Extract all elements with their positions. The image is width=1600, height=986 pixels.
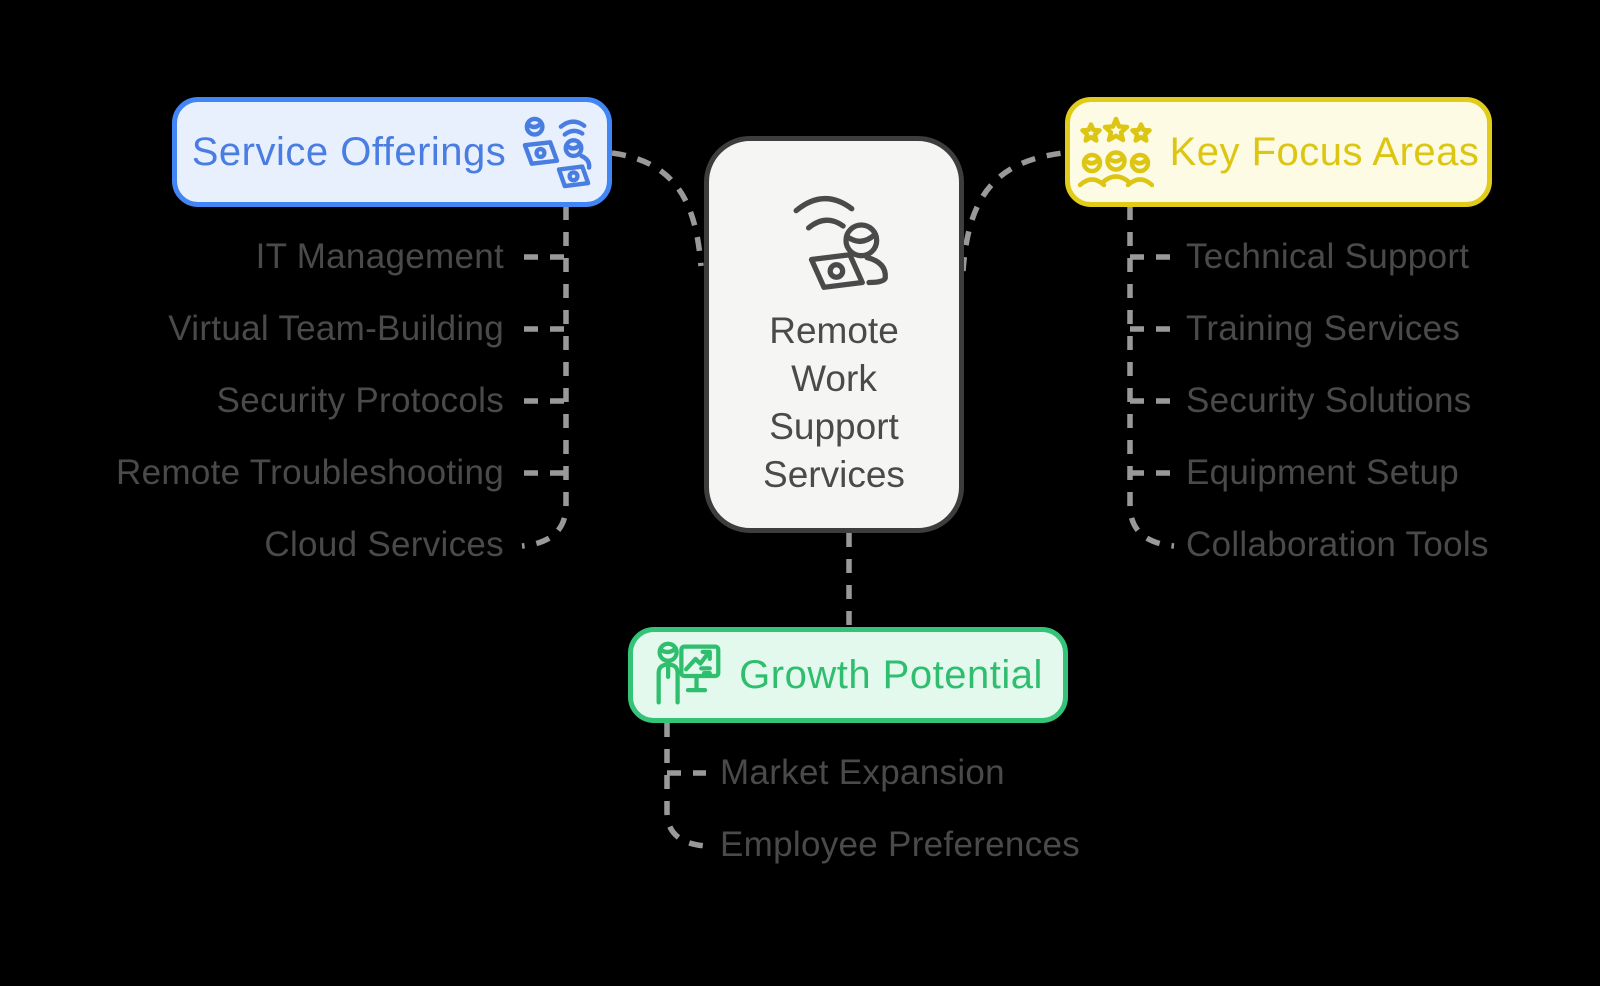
branch-key-focus-areas[interactable]: Key Focus Areas (1065, 97, 1492, 207)
presentation-growth-chart-icon (653, 640, 723, 710)
branch-service-offerings-label: Service Offerings (191, 129, 507, 174)
leaf-cloud-services[interactable]: Cloud Services (264, 525, 504, 564)
leaf-security-protocols[interactable]: Security Protocols (216, 381, 504, 420)
remote-team-laptops-icon (522, 114, 592, 190)
connector-growth-spine (664, 723, 707, 849)
leaf-it-management[interactable]: IT Management (255, 237, 504, 276)
remote-worker-wifi-laptop-icon (777, 181, 892, 293)
leaf-technical-support[interactable]: Technical Support (1186, 237, 1470, 276)
branch-service-offerings[interactable]: Service Offerings (172, 97, 612, 207)
center-node-title: Remote Work Support Services (763, 310, 905, 495)
leaf-equipment-setup[interactable]: Equipment Setup (1186, 453, 1460, 492)
connector-service-offerings-to-center (611, 150, 704, 267)
branch-growth-potential-label: Growth Potential (739, 652, 1043, 697)
leaf-market-expansion[interactable]: Market Expansion (720, 753, 1005, 792)
leaf-collaboration-tools[interactable]: Collaboration Tools (1186, 525, 1489, 564)
leaf-training-services[interactable]: Training Services (1186, 309, 1461, 348)
branch-key-focus-areas-label: Key Focus Areas (1169, 129, 1480, 174)
leaf-remote-troubleshooting[interactable]: Remote Troubleshooting (116, 453, 504, 492)
team-with-stars-icon (1077, 116, 1154, 188)
leaf-employee-preferences[interactable]: Employee Preferences (720, 825, 1081, 864)
connector-service-offerings-spine (521, 206, 569, 549)
connector-center-to-key-focus (960, 150, 1064, 272)
leaf-virtual-team-building[interactable]: Virtual Team-Building (168, 309, 504, 348)
branch-growth-potential[interactable]: Growth Potential (628, 627, 1068, 723)
center-node-remote-work-support-services[interactable]: Remote Work Support Services (704, 136, 964, 533)
connector-key-focus-spine (1127, 206, 1175, 549)
leaf-security-solutions[interactable]: Security Solutions (1186, 381, 1472, 420)
